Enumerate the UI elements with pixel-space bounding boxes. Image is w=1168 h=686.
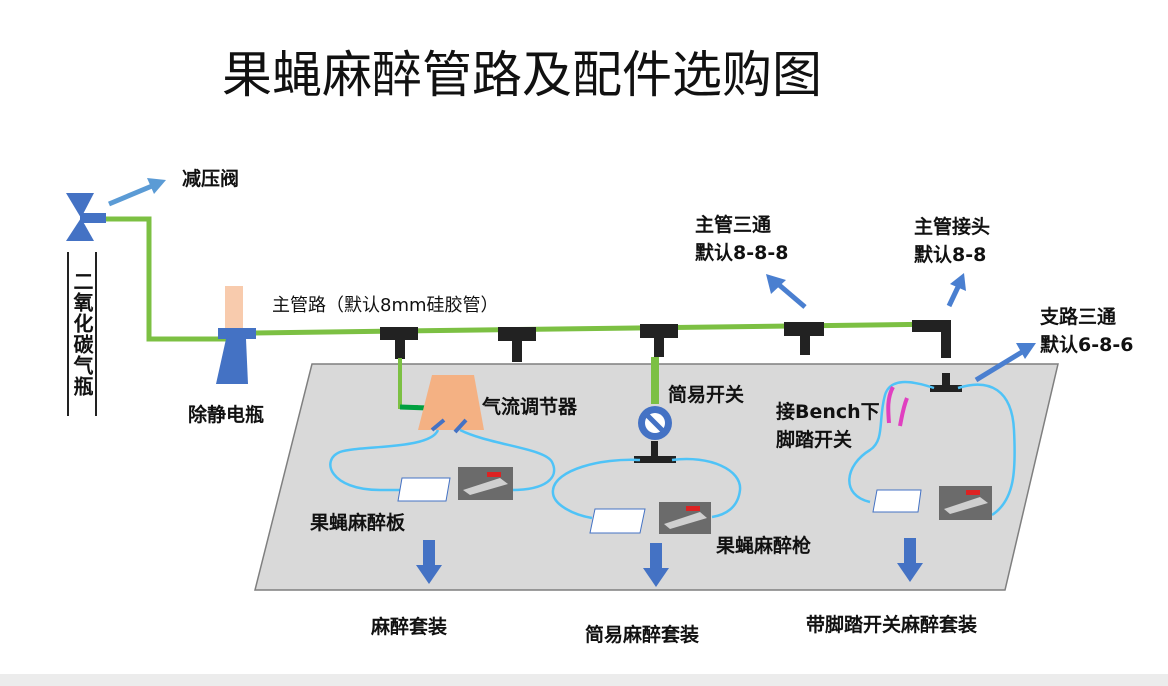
branch-tee-arrow-icon — [974, 343, 1036, 383]
simple-switch-icon — [634, 406, 676, 463]
main-connector-label: 主管接头 — [914, 216, 991, 238]
tee-fitting-2 — [498, 327, 536, 362]
simple-switch-label: 简易开关 — [668, 384, 745, 406]
foot-switch-icon — [886, 386, 909, 427]
cylinder-valve-icon — [66, 193, 106, 241]
kit3-tube — [848, 380, 1016, 517]
main-pipe-label: 主管路（默认8mm硅胶管） — [272, 295, 499, 316]
tee-fitting-4 — [784, 322, 824, 355]
branch-tee-fitting — [930, 373, 962, 392]
fly-gun-photo-icon-3 — [939, 486, 992, 520]
antistatic-bottle-icon — [216, 286, 256, 384]
foot-switch-label-line1: 接Bench下 — [776, 401, 880, 423]
fly-pad-icon — [872, 489, 922, 513]
main-tee-default-label: 默认8-8-8 — [695, 242, 789, 264]
foot-switch-label-line2: 脚踏开关 — [776, 429, 853, 451]
kit-arrow-icon-1 — [416, 540, 442, 584]
fly-pad-label: 果蝇麻醉板 — [310, 512, 406, 534]
kit-arrow-icon-3 — [897, 538, 923, 582]
main-connector-arrow-icon — [946, 273, 966, 308]
kit-label-1: 麻醉套装 — [371, 616, 448, 638]
kit-arrow-icon-2 — [643, 543, 669, 587]
branch-tee-default-label: 默认6-8-6 — [1040, 334, 1134, 356]
tee-fitting-3 — [640, 324, 678, 357]
flow-regulator-label: 气流调节器 — [482, 396, 578, 418]
fly-gun-photo-icon-1 — [458, 467, 513, 500]
kit-label-3: 带脚踏开关麻醉套装 — [806, 614, 978, 636]
tee-fitting-1 — [380, 327, 418, 359]
fly-pad-icon — [589, 508, 646, 534]
fly-gun-label: 果蝇麻醉枪 — [716, 535, 812, 557]
flow-regulator-icon — [418, 375, 484, 430]
main-pipe — [104, 216, 240, 342]
co2-cylinder-label: 二氧化碳气瓶 — [67, 252, 97, 416]
pressure-valve-arrow-icon — [108, 178, 166, 207]
kit-label-2: 简易麻醉套装 — [585, 624, 700, 646]
pressure-valve-label: 减压阀 — [182, 168, 240, 190]
kit1-tube — [329, 428, 556, 492]
fly-gun-photo-icon-2 — [659, 502, 711, 534]
page-title: 果蝇麻醉管路及配件选购图 — [222, 46, 822, 104]
kit2-tube — [551, 457, 742, 520]
main-pipe-trunk — [249, 321, 948, 336]
main-tee-label: 主管三通 — [695, 214, 772, 236]
branch-tee-label: 支路三通 — [1040, 306, 1117, 328]
elbow-connector — [912, 320, 951, 358]
antistatic-bottle-label: 除静电瓶 — [188, 404, 265, 426]
bottom-scrollbar[interactable] — [0, 674, 1168, 686]
main-connector-default-label: 默认8-8 — [914, 244, 987, 266]
main-tee-arrow-icon — [766, 274, 807, 309]
fly-pad-icon — [397, 477, 451, 502]
